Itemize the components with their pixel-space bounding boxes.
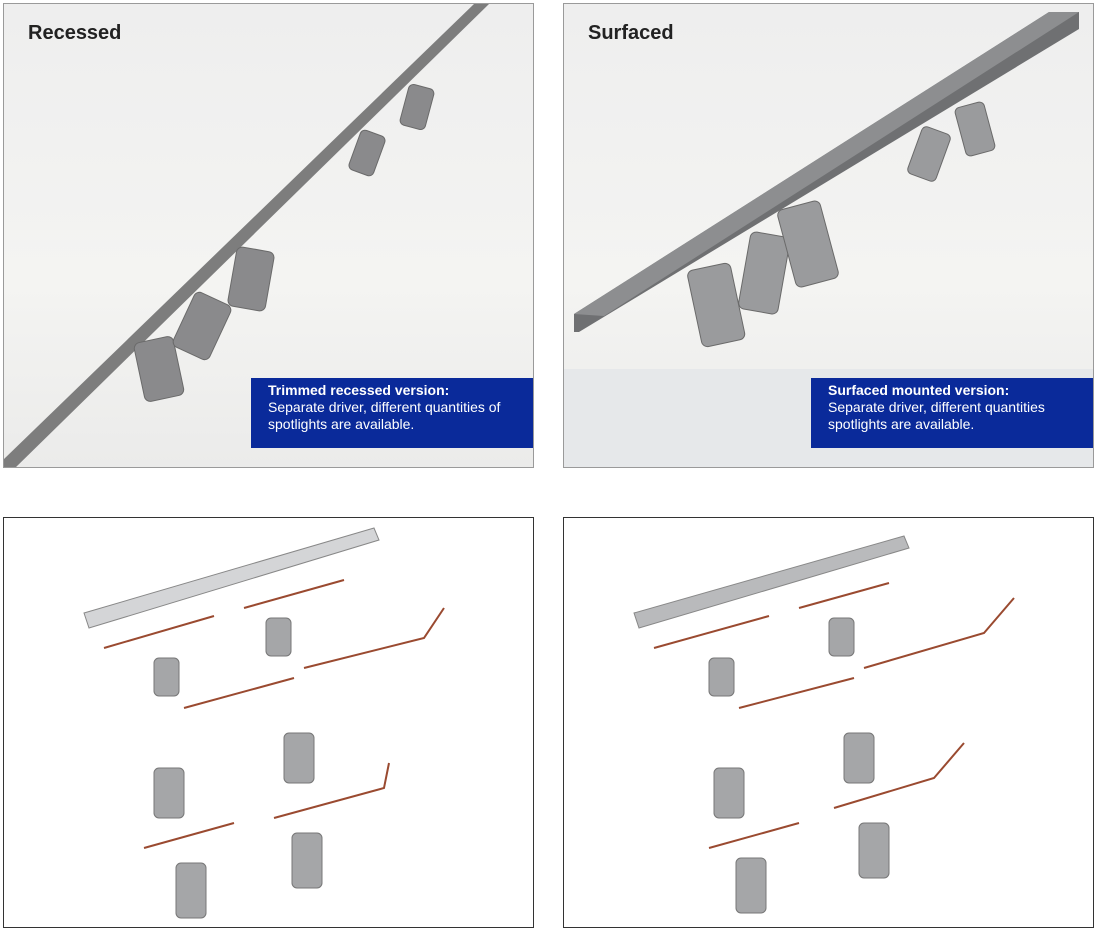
caption-body: Separate driver, different quantities sp… (828, 399, 1045, 432)
caption-box: Trimmed recessed version: Separate drive… (251, 378, 533, 448)
caption-body: Separate driver, different quantities of… (268, 399, 501, 432)
exploded-components-illustration (633, 535, 1015, 914)
recessed-photo-panel: Recessed Trimmed recessed version: Separ… (3, 3, 534, 468)
caption-box: Surfaced mounted version: Separate drive… (811, 378, 1093, 448)
recessed-track-illustration (4, 4, 489, 467)
surfaced-photo-panel: Surfaced Surfaced mounted version: Separ… (563, 3, 1094, 468)
caption-heading: Trimmed recessed version: (268, 382, 450, 398)
panel-title: Surfaced (588, 22, 674, 44)
exploded-components-illustration (83, 527, 445, 919)
panel-title: Recessed (28, 22, 122, 44)
recessed-components-diagram (3, 517, 534, 928)
caption-heading: Surfaced mounted version: (828, 382, 1010, 398)
surfaced-components-diagram (563, 517, 1094, 928)
